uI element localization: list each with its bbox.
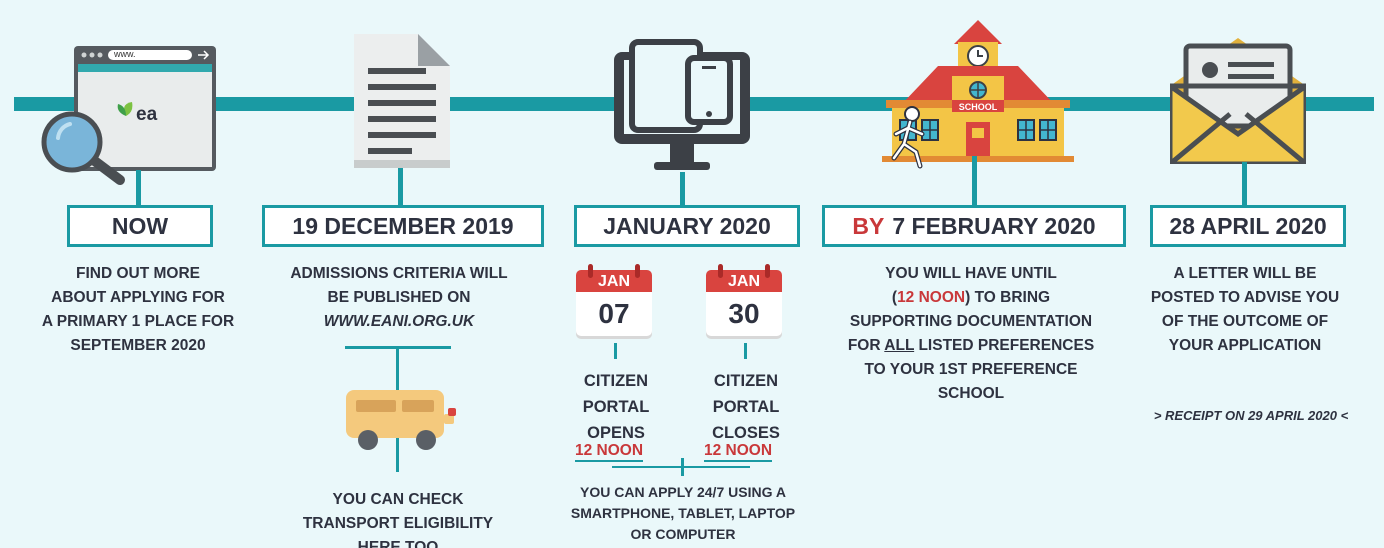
text-line: SUPPORTING DOCUMENTATION [849, 313, 1093, 330]
text-line: FIND OUT MORE [76, 265, 200, 282]
text-line: HERE TOO [357, 539, 439, 548]
receipt-note: > RECEIPT ON 29 APRIL 2020 < [1153, 408, 1349, 423]
text-line: OF THE OUTCOME OF [1161, 313, 1329, 330]
text-fragment: LISTED PREFERENCES [914, 337, 1095, 354]
date-now: NOW [111, 212, 169, 239]
calendar-ring [718, 264, 723, 278]
text-line: PORTAL [582, 398, 650, 416]
text-line: CLOSES [712, 424, 780, 442]
date-box-december: 19 DECEMBER 2019 [262, 205, 544, 247]
date-february-prefix: BY [852, 212, 885, 239]
step-december-description: ADMISSIONS CRITERIA WILL BE PUBLISHED ON… [264, 262, 534, 334]
text-line: CITIZEN [583, 372, 649, 390]
date-february: 7 FEBRUARY 2020 [892, 212, 1096, 239]
text-fragment: FOR [847, 337, 885, 354]
school-icon: SCHOOL [882, 14, 1074, 186]
text-line: CITIZEN [713, 372, 779, 390]
document-icon [354, 34, 450, 168]
step-now-description: FIND OUT MORE ABOUT APPLYING FOR A PRIMA… [20, 262, 256, 358]
text-line: A PRIMARY 1 PLACE FOR [41, 313, 235, 330]
date-april: 28 APRIL 2020 [1169, 212, 1327, 239]
browser-address-text: www. [114, 49, 136, 59]
stem-april [1242, 162, 1247, 206]
browser-icon: www. ea [74, 46, 216, 171]
portal-opens-label: CITIZEN PORTAL OPENS [566, 368, 666, 446]
text-line: YOU CAN APPLY 24/7 USING A [580, 484, 786, 500]
calendar-ring [588, 264, 593, 278]
text-line: A LETTER WILL BE [1173, 265, 1317, 282]
date-box-april: 28 APRIL 2020 [1150, 205, 1346, 247]
calendar-ring [635, 264, 640, 278]
text-line: SEPTEMBER 2020 [70, 337, 206, 354]
calendar-opens-icon: JAN 07 [576, 262, 652, 340]
closes-time: 12 NOON [704, 442, 773, 462]
apply-description: YOU CAN APPLY 24/7 USING A SMARTPHONE, T… [552, 482, 814, 545]
portal-closes-label: CITIZEN PORTAL CLOSES [696, 368, 796, 446]
date-box-january: JANUARY 2020 [574, 205, 800, 247]
transport-description: YOU CAN CHECK TRANSPORT ELIGIBILITY HERE… [270, 488, 526, 548]
divider-december [345, 346, 451, 349]
ea-logo-text: ea [136, 104, 158, 125]
date-january: JANUARY 2020 [603, 212, 771, 239]
stem-february [972, 156, 977, 206]
magnifier-icon [40, 108, 130, 188]
text-line: SMARTPHONE, TABLET, LAPTOP [570, 505, 796, 521]
envelope-icon [1167, 38, 1309, 167]
step-april-description: A LETTER WILL BE POSTED TO ADVISE YOU OF… [1136, 262, 1354, 358]
school-sign-text: SCHOOL [958, 102, 998, 112]
text-line: BE PUBLISHED ON [327, 289, 471, 306]
step-february-description: YOU WILL HAVE UNTIL (12 NOON) TO BRING S… [812, 262, 1130, 406]
date-box-now: NOW [67, 205, 213, 247]
stem-now [136, 170, 141, 206]
bracket-stem [681, 458, 684, 476]
text-line: YOU WILL HAVE UNTIL [885, 265, 1057, 282]
calendar-closes-icon: JAN 30 [706, 262, 782, 340]
stem-january [680, 172, 685, 206]
school-bus-icon [344, 386, 458, 454]
stem-december [398, 168, 403, 206]
paren-open: ( [891, 289, 898, 306]
text-line: OPENS [587, 424, 645, 442]
stem-closes [744, 343, 747, 359]
opens-time: 12 NOON [575, 442, 644, 462]
text-line: SCHOOL [937, 385, 1005, 402]
text-line: YOUR APPLICATION [1168, 337, 1322, 354]
text-line: PORTAL [712, 398, 780, 416]
text-line: OR COMPUTER [630, 526, 736, 542]
text-line: (12 NOON) TO BRING [812, 286, 1130, 310]
text-line: YOU CAN CHECK [332, 491, 464, 508]
date-december: 19 DECEMBER 2019 [292, 212, 514, 239]
calendar-month: JAN [706, 270, 782, 292]
text-line: TRANSPORT ELIGIBILITY [302, 515, 494, 532]
calendar-ring [765, 264, 770, 278]
text-line: POSTED TO ADVISE YOU [1150, 289, 1340, 306]
text-line: FOR ALL LISTED PREFERENCES [812, 334, 1130, 358]
text-line: ADMISSIONS CRITERIA WILL [290, 265, 508, 282]
devices-icon [612, 38, 752, 174]
date-box-february: BY 7 FEBRUARY 2020 [822, 205, 1126, 247]
deadline-time: 12 NOON [897, 289, 966, 306]
stem-opens [614, 343, 617, 359]
text-line: TO YOUR 1ST PREFERENCE [864, 361, 1078, 378]
text-fragment: ) TO BRING [965, 289, 1051, 306]
eani-website-link[interactable]: WWW.EANI.ORG.UK [323, 313, 475, 330]
text-line: ABOUT APPLYING FOR [51, 289, 225, 306]
calendar-month: JAN [576, 270, 652, 292]
calendar-day: 07 [576, 292, 652, 336]
calendar-day: 30 [706, 292, 782, 336]
emphasis-all: ALL [884, 337, 915, 354]
